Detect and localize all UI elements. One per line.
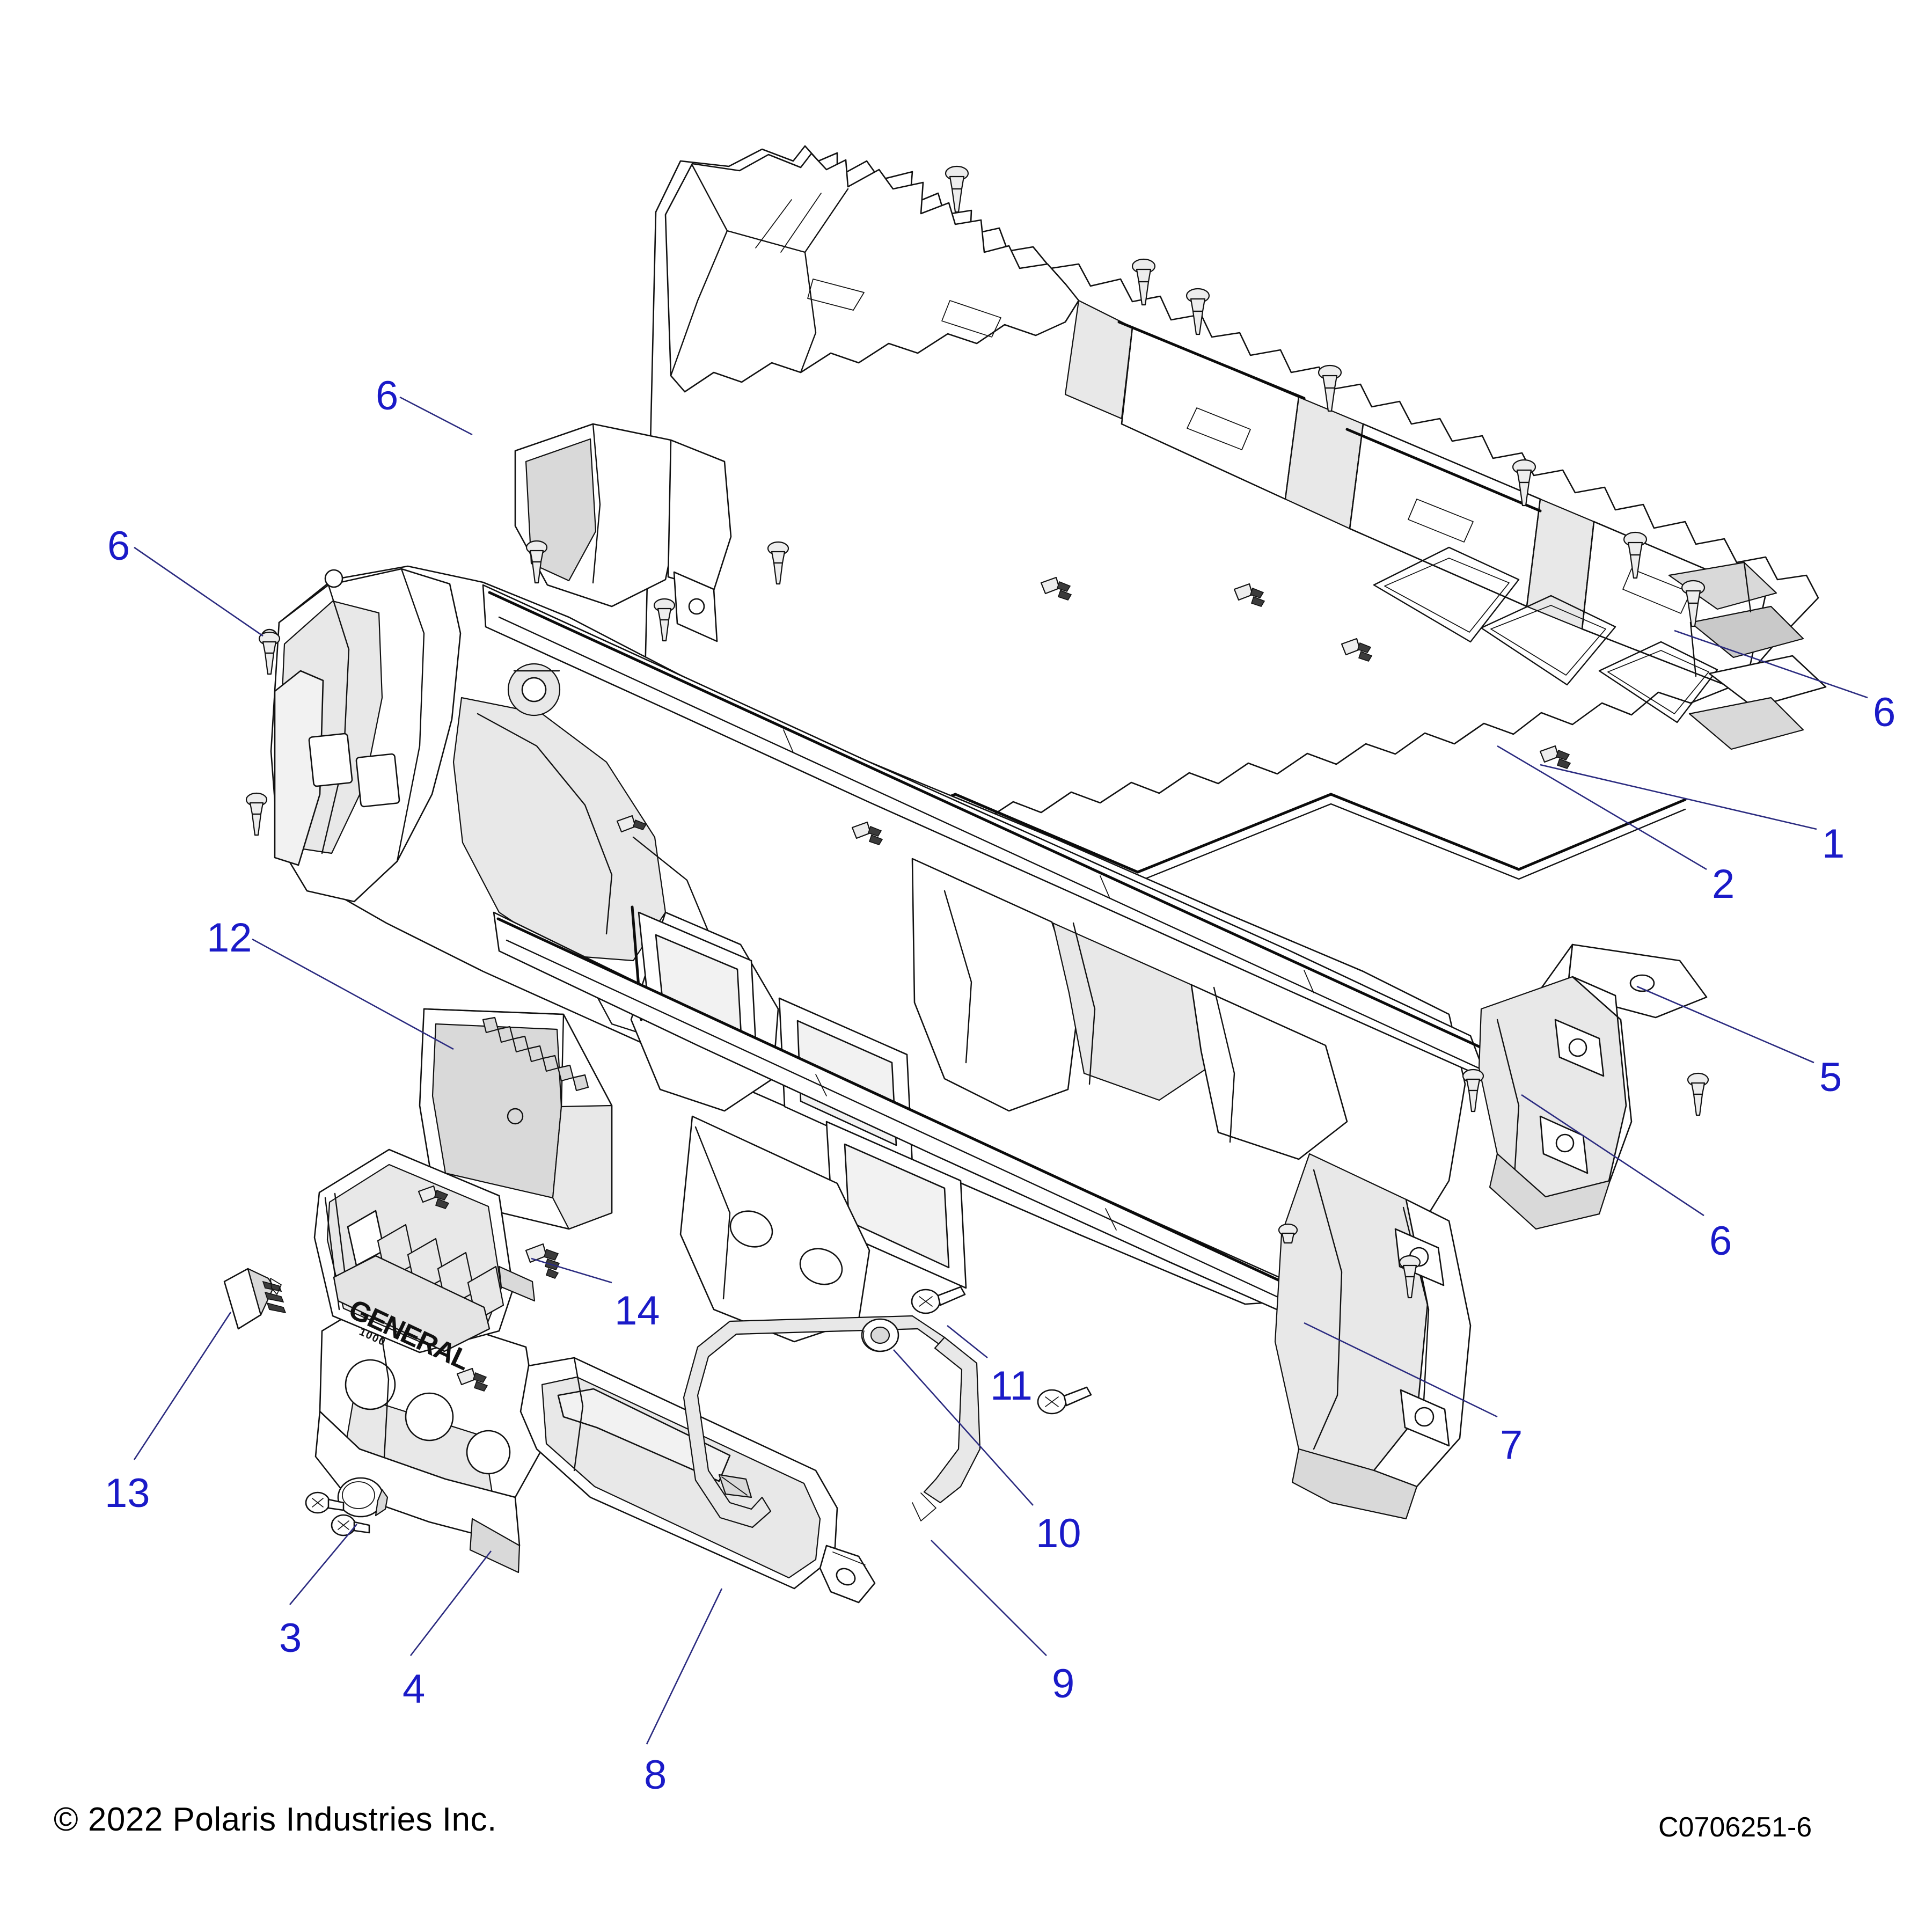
dash-lower-bracket-plate — [679, 1115, 870, 1343]
christmas-tree-clip — [418, 1185, 450, 1209]
callout-3: 3 — [279, 1615, 302, 1661]
part-glove-box-liner-tray — [419, 1008, 613, 1230]
leader-line-6 — [1521, 1094, 1704, 1217]
push-pin-rivet — [525, 540, 548, 584]
callout-13: 13 — [105, 1470, 150, 1516]
hood-upper-surface-detail — [664, 152, 1080, 393]
copyright-notice: © 2022 Polaris Industries Inc. — [54, 1801, 497, 1838]
part-right-dash-side-panel — [1478, 976, 1633, 1230]
liner-tray-tabs — [482, 1016, 589, 1092]
callout-6: 6 — [376, 373, 399, 419]
push-pin-rivet — [1278, 1223, 1298, 1244]
callout-14: 14 — [614, 1288, 660, 1334]
diagram-part-number: C0706251-6 — [1658, 1812, 1812, 1843]
dash-right-wall — [1274, 1153, 1472, 1520]
christmas-tree-clip — [851, 821, 883, 845]
callout-11: 11 — [990, 1363, 1033, 1409]
leader-line-9 — [931, 1540, 1047, 1656]
callout-6: 6 — [1873, 690, 1896, 735]
christmas-tree-clip — [1040, 576, 1072, 601]
push-pin-rivet — [1512, 459, 1536, 507]
push-pin-rivet — [245, 792, 268, 836]
leader-line-10 — [893, 1349, 1034, 1506]
hood-right-tail-flanges — [1668, 561, 1827, 750]
part-round-plug-cap — [337, 1477, 389, 1518]
christmas-tree-clip-group — [418, 576, 1571, 1392]
leader-line-1 — [1540, 764, 1817, 830]
callout-1: 1 — [1822, 821, 1845, 867]
callout-12: 12 — [207, 915, 252, 961]
callout-2: 2 — [1712, 861, 1735, 907]
callout-4: 4 — [402, 1666, 426, 1712]
leader-line-4 — [409, 1550, 492, 1656]
push-pin-rivet — [653, 598, 676, 642]
leader-line-11 — [947, 1324, 988, 1359]
dash-hinge-boss — [507, 663, 561, 716]
callout-6: 6 — [107, 523, 130, 569]
leader-line-12 — [252, 938, 454, 1050]
christmas-tree-clip — [1341, 638, 1373, 662]
part-switch-panel-bracket — [314, 1298, 543, 1574]
dash-right-structure — [911, 858, 1348, 1160]
leader-line-8 — [646, 1588, 723, 1745]
push-pin-rivet — [1318, 364, 1342, 412]
push-pin-rivet — [1185, 288, 1210, 335]
small-screw-a — [305, 1491, 345, 1514]
leader-line-5 — [1636, 985, 1814, 1064]
leader-line-3 — [289, 1524, 357, 1605]
leader-line-2 — [1497, 745, 1707, 870]
push-pin-rivet — [945, 165, 969, 213]
callout-9: 9 — [1052, 1661, 1075, 1707]
switch-blank-terminals — [262, 1280, 287, 1314]
push-pin-rivet — [1623, 531, 1648, 579]
leader-line-6 — [1674, 630, 1868, 699]
hood-right-vent-webs — [1373, 546, 1718, 723]
callout-10: 10 — [1036, 1511, 1081, 1556]
dash-left-pod — [260, 568, 462, 903]
leader-line-6 — [134, 546, 264, 637]
hood-mid-panel-facets — [1064, 299, 1767, 693]
push-pin-rivet — [1681, 580, 1706, 627]
push-pin-rivet — [767, 541, 789, 585]
push-pin-rivet — [1399, 1255, 1421, 1299]
small-screw-b — [331, 1514, 370, 1536]
callout-7: 7 — [1500, 1422, 1523, 1468]
christmas-tree-clip — [525, 1243, 560, 1279]
christmas-tree-clip — [1233, 583, 1265, 607]
part-glove-box-seal-gasket — [683, 1315, 981, 1528]
callout-5: 5 — [1819, 1055, 1842, 1100]
callout-6: 6 — [1709, 1218, 1732, 1264]
leader-line-13 — [133, 1312, 232, 1460]
part-flange-head-screw-b — [1037, 1386, 1092, 1415]
push-pin-rivet — [258, 631, 281, 675]
part-glove-box-door — [519, 1357, 876, 1604]
leader-line-6 — [399, 396, 473, 436]
leader-line-7 — [1304, 1322, 1498, 1418]
callout-8: 8 — [644, 1752, 667, 1798]
leader-line-14 — [531, 1257, 612, 1284]
part-switch-blank-cap — [223, 1268, 287, 1330]
push-pin-rivet — [1687, 1072, 1709, 1116]
christmas-tree-clip — [1539, 745, 1571, 769]
christmas-tree-clip — [616, 815, 647, 833]
push-pin-rivet — [1462, 1069, 1484, 1113]
part-rubber-grommet — [861, 1318, 899, 1352]
callout-leader-lines — [133, 396, 1868, 1745]
push-pin-rivet-group — [245, 165, 1709, 1299]
part-flange-head-screw-a — [911, 1286, 966, 1314]
push-pin-rivet — [1131, 258, 1156, 306]
christmas-tree-clip — [456, 1367, 488, 1392]
